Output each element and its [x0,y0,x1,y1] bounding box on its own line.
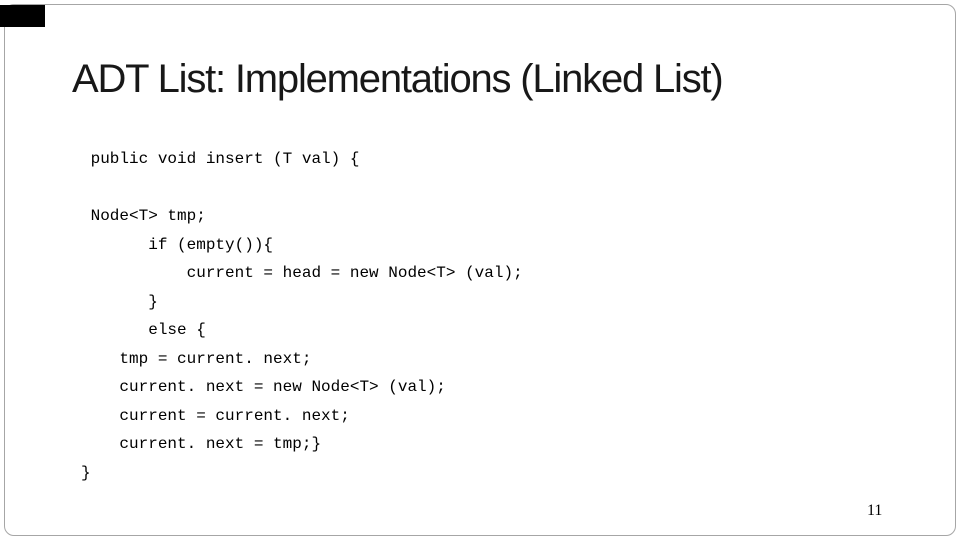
code-line [81,174,523,203]
code-line: Node<T> tmp; [81,207,206,225]
code-line: if (empty()){ [81,235,274,254]
code-line: current. next = tmp;} [81,435,322,453]
slide-title: ADT List: Implementations (Linked List) [72,57,724,101]
code-line: tmp = current. next; [81,349,312,368]
code-line: public void insert (T val) { [81,150,360,168]
code-line: current = current. next; [81,406,350,425]
code-line: } [81,463,91,482]
code-block: public void insert (T val) { Node<T> tmp… [81,145,523,487]
code-line: else { [81,321,206,339]
code-line: } [81,292,158,311]
page-number: 11 [867,502,883,519]
corner-black-mark [0,5,45,27]
code-line: current = head = new Node<T> (val); [81,264,523,282]
code-line: current. next = new Node<T> (val); [81,378,446,396]
